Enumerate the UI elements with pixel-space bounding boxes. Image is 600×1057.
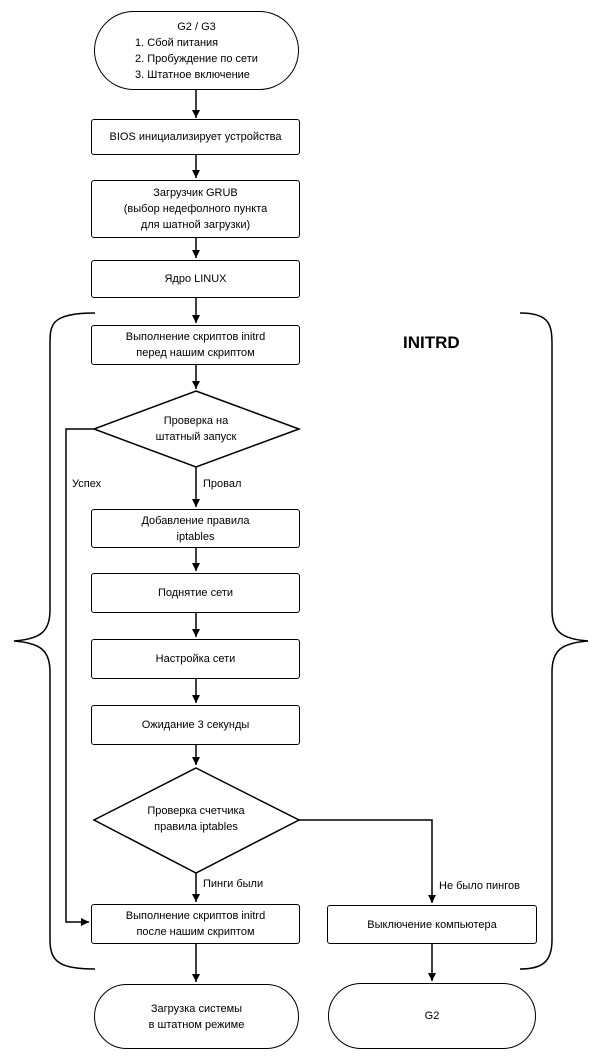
terminal-boot-normal: Загрузка системы в штатном режиме: [94, 984, 299, 1049]
decision-text: правила iptables: [154, 821, 238, 833]
process-label: Ожидание 3 секунды: [141, 719, 250, 731]
process-kernel: Ядро LINUX: [91, 260, 300, 298]
decision-text: штатный запуск: [155, 431, 237, 443]
edge-label-success: Успех: [72, 478, 102, 490]
process-label: Выключение компьютера: [367, 918, 497, 931]
start-title: G2 / G3: [177, 20, 216, 33]
decision-check-counter-label: Проверка счетчика правила iptables: [96, 803, 296, 835]
start-item: 2. Пробуждение по сети: [135, 52, 258, 65]
edge-label-no-pings: Не было пингов: [439, 880, 520, 892]
process-shutdown: Выключение компьютера: [327, 905, 537, 944]
process-label: Поднятие сети: [157, 587, 234, 599]
process-label: Добавление правила: [141, 514, 250, 527]
process-bios: BIOS инициализирует устройства: [91, 119, 300, 155]
process-net-config: Настройка сети: [91, 639, 300, 679]
decision-check-normal-label: Проверка на штатный запуск: [96, 413, 296, 445]
terminal-label: Загрузка системы: [150, 1002, 243, 1015]
process-wait: Ожидание 3 секунды: [91, 705, 300, 745]
initrd-title: INITRD: [403, 333, 460, 352]
decision-text: Проверка счетчика: [147, 805, 245, 817]
start-list: 1. Сбой питания 2. Пробуждение по сети 3…: [135, 35, 258, 83]
arrow-success-path: [65, 428, 94, 926]
process-pre-scripts: Выполнение скриптов initrd перед нашим с…: [91, 325, 300, 365]
terminal-label: G2: [424, 1010, 440, 1022]
process-label: после нашим скриптом: [136, 926, 255, 938]
decision-check-counter-shape: [92, 767, 301, 874]
process-grub: Загрузчик GRUB (выбор недефолного пункта…: [91, 180, 300, 238]
process-label: для шатной загрузки): [140, 219, 251, 231]
process-add-rule: Добавление правила iptables: [91, 509, 300, 548]
process-label: iptables: [176, 530, 215, 543]
process-label: Ядро LINUX: [164, 273, 227, 285]
right-brace: [519, 312, 589, 970]
left-brace: [13, 312, 96, 970]
start-item: 3. Штатное включение: [135, 68, 250, 81]
process-label: перед нашим скриптом: [136, 347, 255, 359]
decision-check-normal-shape: [91, 390, 302, 468]
process-net-up: Поднятие сети: [91, 573, 300, 613]
process-label: Выполнение скриптов initrd: [125, 331, 266, 343]
arrow-nopings-path: [299, 819, 436, 903]
decision-text: Проверка на: [163, 415, 229, 427]
process-label: (выбор недефолного пункта: [123, 203, 268, 215]
edge-label-pings: Пинги были: [203, 878, 264, 890]
start-item: 1. Сбой питания: [135, 36, 219, 49]
process-label: Настройка сети: [155, 653, 236, 665]
process-post-scripts: Выполнение скриптов initrd после нашим с…: [91, 904, 300, 944]
process-label: BIOS инициализирует устройства: [109, 131, 282, 143]
terminal-g2: G2: [328, 983, 536, 1049]
process-label: Загрузчик GRUB: [153, 187, 238, 199]
edge-label-fail: Провал: [203, 478, 242, 490]
start-terminal: G2 / G3 1. Сбой питания 2. Пробуждение п…: [94, 11, 299, 90]
process-label: Выполнение скриптов initrd: [125, 910, 266, 922]
terminal-label: в штатном режиме: [148, 1018, 245, 1031]
